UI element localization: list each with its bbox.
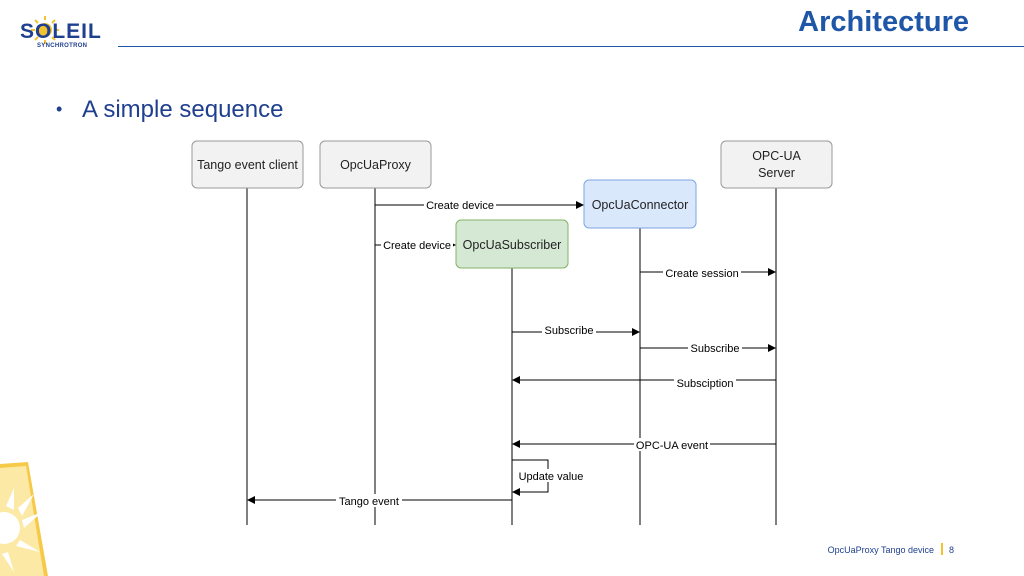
bullet-text: A simple sequence [82, 96, 284, 123]
label-bg [381, 238, 453, 251]
label-bg [516, 469, 586, 482]
page-title: Architecture [798, 6, 969, 38]
label-bg [688, 341, 742, 354]
participant-server-label-line1: OPC-UA [752, 149, 801, 163]
logo-subtext: SYNCHROTRON [37, 43, 88, 49]
label-bg [663, 266, 741, 279]
footer-separator [941, 543, 943, 555]
bullet-item: • A simple sequence [56, 96, 283, 124]
message-label-subscribe-1: Subscribe [545, 325, 594, 337]
footer-text: OpcUaProxy Tango device [827, 545, 934, 555]
message-label-subscribe-2: Subscribe [691, 343, 740, 355]
participant-tango-client [191, 140, 304, 189]
message-label-update-value: Update value [519, 471, 584, 483]
sun-decoration-icon [0, 462, 48, 576]
participant-subscriber [455, 219, 569, 269]
soleil-logo: SOLEIL SYNCHROTRON [14, 10, 104, 56]
bullet-dot-icon: • [56, 99, 63, 119]
label-bg [336, 494, 402, 507]
page-number: 8 [949, 545, 955, 555]
participant-tango-client-label: Tango event client [197, 158, 298, 172]
message-label-tango-event: Tango event [339, 496, 399, 508]
participant-connector [583, 179, 697, 229]
label-bg [634, 438, 710, 451]
message-label-create-device-1: Create device [426, 200, 494, 212]
participant-server [720, 140, 833, 189]
sun-logo-icon [31, 16, 59, 44]
participant-proxy [319, 140, 432, 189]
message-label-subscription: Subsciption [677, 378, 734, 390]
label-bg [674, 376, 736, 389]
message-label-create-session: Create session [665, 268, 738, 280]
message-label-opcua-event: OPC-UA event [636, 440, 708, 452]
participant-subscriber-label: OpcUaSubscriber [463, 238, 562, 252]
label-bg [424, 198, 496, 211]
header-divider [118, 46, 1024, 47]
logo-text: SOLEIL [20, 20, 102, 43]
participant-proxy-label: OpcUaProxy [340, 158, 412, 172]
participant-server-label-line2: Server [758, 166, 795, 180]
message-label-create-device-2: Create device [383, 240, 451, 252]
participant-connector-label: OpcUaConnector [592, 198, 689, 212]
label-bg [542, 325, 596, 338]
